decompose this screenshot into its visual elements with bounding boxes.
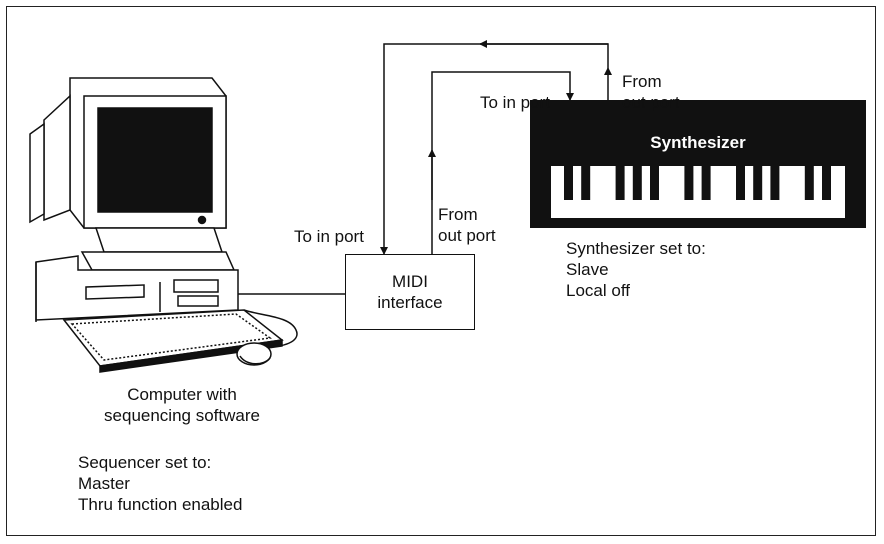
black-key (701, 166, 711, 200)
computer-illustration (29, 77, 298, 373)
midi-interface-line-2: interface (377, 293, 443, 312)
synth-setting-slave: Slave (566, 260, 609, 279)
monitor (29, 77, 236, 271)
midi-interface-line-1: MIDI (392, 272, 428, 291)
cable-synth-out-to-midi-in (380, 40, 612, 255)
computer-keyboard (62, 309, 284, 373)
label-to-in-port-top: To in port (480, 93, 550, 112)
sequencer-settings: Sequencer set to: Master Thru function e… (78, 452, 242, 515)
label-from-out-port-left: From out port (438, 204, 496, 246)
figure-frame (6, 6, 876, 536)
synthesizer-settings: Synthesizer set to: Slave Local off (566, 238, 706, 301)
black-key (804, 166, 814, 200)
mouse (236, 309, 298, 366)
label-from-line: From (622, 72, 662, 91)
black-key (581, 166, 591, 200)
cable-midi-out-to-synth-in (428, 71, 574, 254)
synthesizer-keyboard (530, 100, 866, 228)
black-key (753, 166, 763, 200)
computer-caption: Computer with sequencing software (92, 384, 272, 426)
label-from-line: From (438, 205, 478, 224)
sequencer-settings-heading: Sequencer set to: (78, 453, 212, 472)
label-to-in-port-left: To in port (294, 227, 364, 246)
system-unit (35, 255, 239, 322)
black-key (564, 166, 573, 200)
sequencer-setting-thru: Thru function enabled (78, 495, 243, 514)
label-from-out-port-top: From out port (622, 71, 680, 113)
black-key (736, 166, 745, 200)
black-key (650, 166, 659, 200)
sequencer-setting-master: Master (78, 474, 130, 493)
black-key (684, 166, 694, 200)
black-key (822, 166, 831, 200)
label-out-port-line: out port (622, 93, 680, 112)
black-key (615, 166, 625, 200)
synth-settings-heading: Synthesizer set to: (566, 239, 706, 258)
computer-caption-line-1: Computer with (127, 385, 237, 404)
black-key (770, 166, 780, 200)
synthesizer-title: Synthesizer (650, 133, 746, 152)
midi-interface-box: MIDI interface (345, 254, 475, 330)
computer-caption-line-2: sequencing software (104, 406, 260, 425)
black-key (632, 166, 642, 200)
synth-setting-local-off: Local off (566, 281, 630, 300)
label-out-port-line: out port (438, 226, 496, 245)
